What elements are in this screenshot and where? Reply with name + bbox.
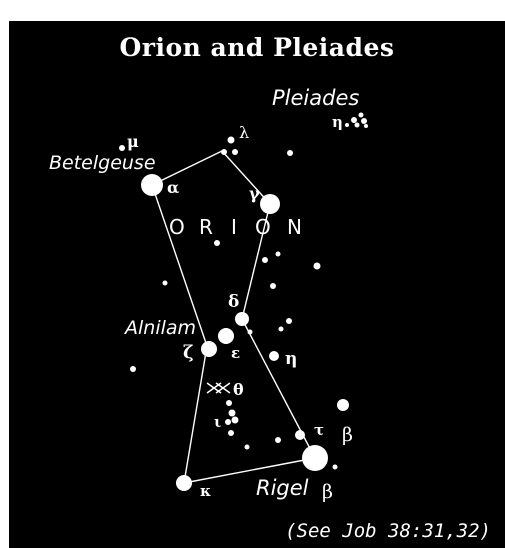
star-minor	[226, 400, 232, 406]
star-mu	[119, 145, 125, 151]
star-minor	[279, 327, 284, 332]
orion-letter: R	[199, 215, 213, 239]
greek-eta-pleiades: η	[332, 113, 343, 131]
star-minor	[314, 263, 321, 270]
star-pleiades	[345, 123, 349, 127]
star-iota-a	[225, 419, 231, 425]
line-lambda-gamma	[222, 151, 270, 204]
line-zeta-kappa	[184, 346, 207, 483]
greek-kappa: κ	[200, 482, 211, 500]
star-minor	[163, 281, 168, 286]
star-beta-upper	[337, 399, 349, 411]
star-lambda-b	[221, 149, 227, 155]
star-pleiades	[351, 117, 357, 123]
star-minor	[245, 445, 250, 450]
greek-lambda: λ	[239, 123, 249, 142]
greek-delta: δ	[228, 292, 239, 312]
star-minor	[286, 318, 292, 324]
label-alnilam: Alnilam	[123, 317, 196, 339]
pleiades-cluster	[345, 113, 368, 129]
star-lambda-c	[232, 149, 238, 155]
constellation-diagram: Pleiades Betelgeuse Alnilam Rigel O R I …	[9, 21, 505, 548]
star-eta	[269, 351, 279, 361]
greek-tau: τ	[314, 421, 324, 439]
greek-iota: ι	[214, 413, 221, 431]
star-bellatrix	[260, 194, 280, 214]
scripture-reference: (See Job 38:31,32)	[285, 520, 491, 542]
greek-epsilon: ε	[231, 344, 240, 362]
greek-eta: η	[285, 349, 297, 369]
greek-alpha: α	[167, 178, 179, 197]
orion-letter: O	[169, 215, 185, 239]
label-rigel: Rigel	[256, 476, 309, 500]
star-iota-b	[232, 417, 239, 424]
star-betelgeuse	[141, 174, 163, 196]
star-minor	[262, 257, 268, 263]
star-minor	[130, 366, 136, 372]
nebula-mark	[207, 383, 230, 393]
star-minor	[333, 465, 338, 470]
star-rigel	[302, 445, 328, 471]
greek-mu: μ	[127, 132, 139, 151]
label-pleiades: Pleiades	[272, 86, 359, 110]
greek-zeta: ζ	[183, 342, 194, 363]
orion-letter: I	[231, 215, 237, 239]
star-minor	[287, 150, 293, 156]
star-pleiades	[364, 124, 368, 128]
star-tau	[295, 430, 305, 440]
star-minor	[248, 330, 253, 335]
label-betelgeuse: Betelgeuse	[49, 152, 156, 174]
star-minor	[276, 252, 281, 257]
star-minor	[270, 283, 276, 289]
orion-letter: N	[287, 215, 302, 239]
star-iota-c	[228, 430, 234, 436]
star-chart: Orion and Pleiades	[9, 21, 505, 548]
star-alnitak	[201, 341, 217, 357]
star-alnilam	[218, 328, 234, 344]
star-lambda-a	[228, 137, 235, 144]
star-saiph	[176, 475, 192, 491]
greek-beta-upper: β	[342, 424, 353, 446]
star-pleiades	[359, 113, 364, 118]
orion-letter: O	[255, 215, 271, 239]
star-minor	[214, 240, 220, 246]
star-mintaka	[235, 312, 249, 326]
star-theta-cluster	[229, 410, 236, 417]
star-minor	[275, 437, 281, 443]
nebula-cross-right	[216, 383, 230, 393]
star-pleiades	[361, 118, 367, 124]
star-pleiades	[355, 123, 360, 128]
greek-gamma: γ	[249, 184, 260, 203]
line-betelgeuse-lambda	[152, 151, 222, 185]
greek-theta: θ	[233, 380, 244, 399]
greek-beta-rigel: β	[322, 481, 333, 503]
